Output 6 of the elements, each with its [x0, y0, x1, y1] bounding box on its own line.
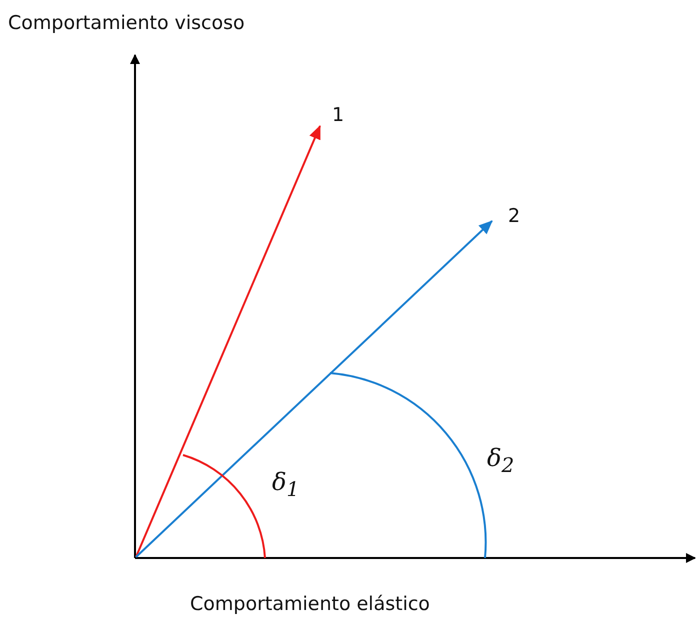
vector-number: 2: [508, 207, 520, 226]
angle-label: δ$_{2}$: [487, 446, 514, 475]
axis-title: Comportamiento viscoso: [8, 14, 245, 33]
axis-title: Comportamiento elástico: [190, 595, 430, 614]
angle-label: δ$_{1}$: [272, 470, 300, 499]
vector-number: 1: [332, 106, 344, 125]
